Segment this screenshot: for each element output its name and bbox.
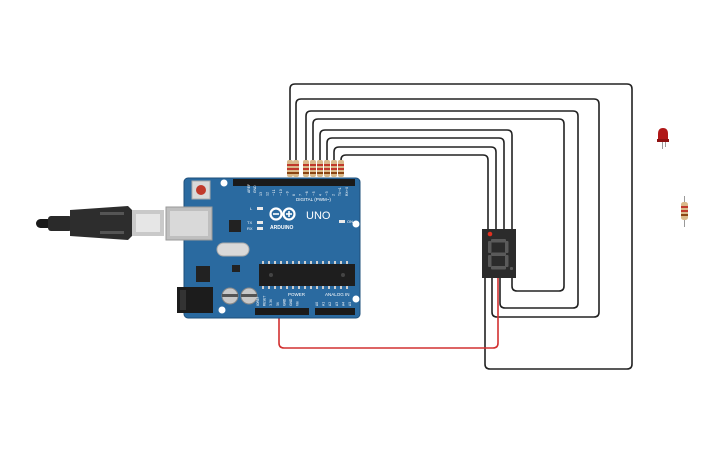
resistor-6 (324, 160, 330, 177)
pin-label: ~9 (285, 191, 289, 196)
pin-label: 12 (266, 192, 270, 196)
pin-label: ~3 (325, 191, 329, 196)
small-chip (229, 220, 241, 232)
on-label: ON (347, 219, 353, 224)
arduino-board[interactable]: UNO ARDUINO DIGITAL (PWM~) POWER ANALOG … (165, 177, 361, 319)
rx-label: RX (247, 226, 253, 231)
pin-label: A1 (322, 302, 326, 306)
wire-8[interactable] (340, 154, 489, 230)
pin-label: GND (282, 298, 286, 306)
wire-group[interactable] (289, 83, 633, 370)
aref-label: AREF (247, 184, 251, 193)
seven-segment-display[interactable] (482, 229, 516, 278)
resistor-2 (293, 160, 299, 177)
digital-header (233, 179, 355, 186)
pin-label: 8 (292, 194, 296, 196)
pin-label: ~11 (272, 189, 276, 196)
power-header (255, 308, 309, 315)
analog-header (315, 308, 355, 315)
mount-hole (220, 179, 228, 187)
digital-header-label: DIGITAL (PWM~) (296, 197, 331, 202)
wire-1[interactable] (289, 83, 633, 370)
pin-label: ~5 (312, 191, 316, 196)
resistor-3 (303, 160, 309, 177)
pin-label: 13 (259, 192, 263, 196)
pin-label: ~6 (305, 191, 309, 196)
wire-2[interactable] (295, 98, 600, 318)
pin-label: A5 (348, 302, 352, 306)
display-pin-indicator (487, 231, 493, 237)
l-led-label: L (250, 206, 253, 211)
pin-label: 5V (276, 301, 280, 306)
board-model: UNO (306, 210, 331, 222)
led-on (339, 220, 345, 223)
atmega-chip (259, 264, 355, 286)
power-header-label: POWER (288, 292, 306, 297)
crystal (216, 242, 250, 257)
pin-label: 2 (332, 194, 336, 196)
wire-red[interactable] (278, 272, 499, 349)
pin-label: A0 (315, 302, 319, 306)
regulator (196, 266, 210, 282)
pin-label: A2 (328, 302, 332, 306)
pin-label: A3 (335, 302, 339, 306)
resistor-5 (317, 160, 323, 177)
led-rx (257, 227, 263, 230)
pin-label: 7 (299, 194, 303, 196)
mount-hole (218, 306, 226, 314)
wire-6[interactable] (326, 137, 505, 230)
header-resistors[interactable] (287, 160, 344, 177)
gnd-label: GND (253, 185, 257, 193)
resistor-7 (331, 160, 337, 177)
arduino-logo-icon (269, 207, 296, 221)
loose-resistor[interactable] (681, 196, 688, 227)
resistor-1 (287, 160, 293, 177)
resistor-8 (338, 160, 344, 177)
pin-label: 3.3V (269, 298, 273, 306)
pin-label: Vin (296, 301, 300, 306)
wire-3[interactable] (305, 110, 579, 309)
pin-label: RESET (263, 296, 267, 306)
tx-label: TX (247, 220, 252, 225)
pin-label: GND (289, 298, 293, 306)
analog-header-label: ANALOG IN (325, 292, 350, 297)
pin-label: ~10 (279, 189, 283, 196)
pin-label: TX→1 (338, 187, 342, 197)
usb-cable[interactable] (36, 206, 164, 240)
wire-5[interactable] (319, 129, 513, 230)
red-led[interactable] (657, 128, 669, 149)
pin-label: A4 (341, 302, 345, 306)
display-segments (488, 239, 513, 270)
board-brand: ARDUINO (270, 225, 293, 231)
pin-label: IOREF (256, 296, 260, 306)
resistor-4 (310, 160, 316, 177)
led-tx (257, 221, 263, 224)
pin-label: 4 (318, 194, 322, 196)
wire-7[interactable] (333, 146, 497, 230)
mount-hole (352, 295, 360, 303)
pin-label: RX←0 (345, 187, 349, 196)
led-l (257, 207, 263, 210)
wire-4[interactable] (312, 118, 565, 292)
mount-hole (352, 220, 360, 228)
